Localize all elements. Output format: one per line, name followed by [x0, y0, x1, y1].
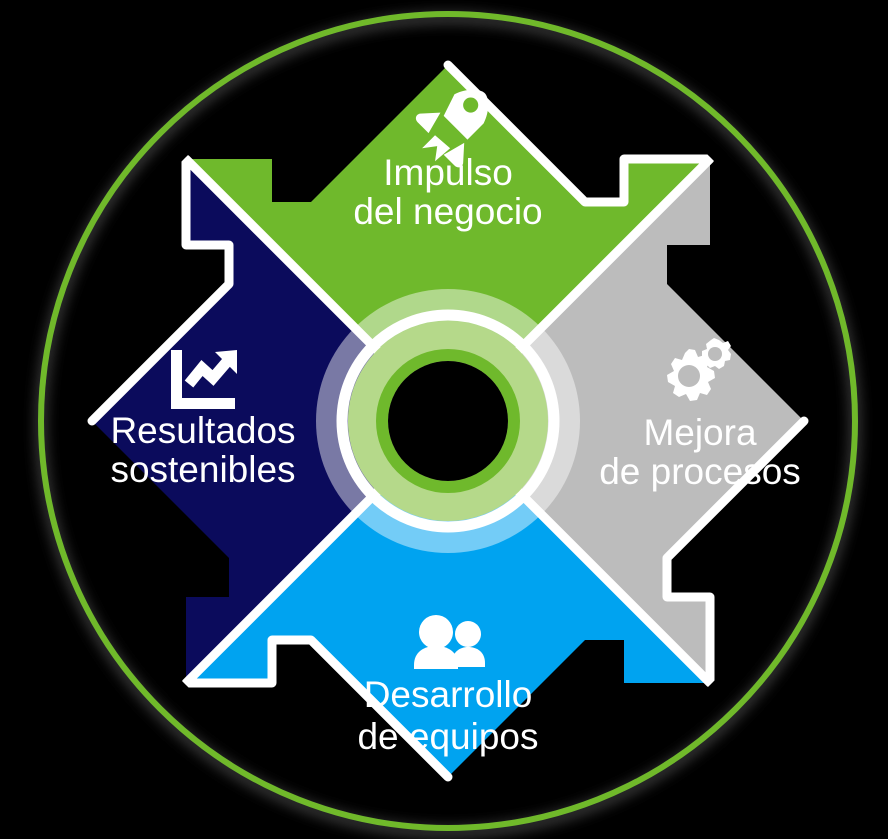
segment-labels: Impulso del negocio Mejora de procesos D…: [110, 152, 800, 757]
gears-icon: [667, 338, 731, 401]
label-desarrollo-de-equipos-line2: de equipos: [357, 716, 538, 757]
label-impulso-del-negocio-line2: del negocio: [353, 191, 542, 232]
divider-bottom-right: [443, 416, 809, 688]
label-resultados-sostenibles-line2: sostenibles: [110, 449, 295, 490]
people-icon: [414, 615, 485, 669]
label-resultados-sostenibles-line1: Resultados: [110, 410, 295, 451]
hub-center-hole: [388, 361, 508, 481]
hub: [316, 289, 580, 553]
label-mejora-de-procesos-line1: Mejora: [643, 412, 757, 453]
label-desarrollo-de-equipos-line1: Desarrollo: [364, 674, 533, 715]
segment-dividers: [87, 60, 809, 782]
divider-top-left: [87, 154, 453, 426]
growth-chart-icon: [171, 350, 237, 409]
divider-top-right: [443, 60, 715, 426]
rocket-icon: [415, 89, 489, 168]
label-mejora-de-procesos-line2: de procesos: [599, 451, 801, 492]
outer-ring: [38, 11, 858, 831]
label-impulso-del-negocio-line1: Impulso: [383, 152, 513, 193]
divider-bottom-left: [181, 416, 453, 782]
